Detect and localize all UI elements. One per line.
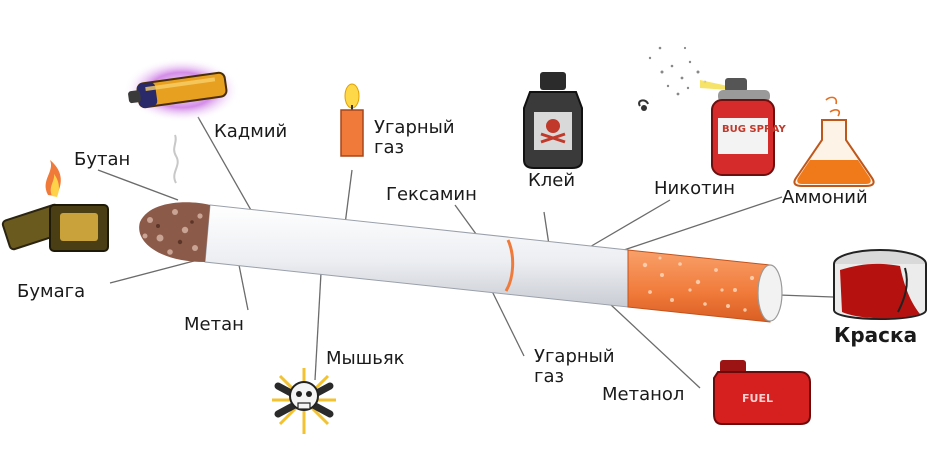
cigarette-paper xyxy=(204,204,629,308)
connector-kley xyxy=(543,211,550,246)
label-kadmiy: Кадмий xyxy=(214,121,288,142)
label-kley: Клей xyxy=(528,170,576,191)
label-myshyak: Мышьяк xyxy=(326,348,405,369)
cigarette-filter xyxy=(627,249,771,323)
connector-nikotin xyxy=(587,199,671,249)
fuel-can-text: FUEL xyxy=(742,392,773,405)
label-kraska: Краска xyxy=(834,323,918,347)
label-bumaga: Бумага xyxy=(17,281,86,302)
label-nikotin: Никотин xyxy=(654,178,736,199)
connector-ammoniy xyxy=(617,196,783,253)
filter-speckles xyxy=(642,256,755,312)
label-geksamin: Гексамин xyxy=(386,184,477,205)
label-metan: Метан xyxy=(184,314,244,335)
connector-myshyak xyxy=(314,254,323,381)
fuel-can-icon: FUEL xyxy=(713,360,811,425)
label-ugarny-gaz-bottom-line2: газ xyxy=(534,366,565,387)
label-ugarny-gaz-top-line1: Угарный xyxy=(374,117,455,138)
battery-icon xyxy=(124,58,240,122)
poison-bottle-icon xyxy=(523,72,583,169)
smoke-wisp xyxy=(173,134,179,184)
spray-can-text: BUG SPRAY xyxy=(722,124,786,135)
skull-crossbones-icon xyxy=(272,368,336,434)
label-butan: Бутан xyxy=(74,149,131,170)
paper-seam-ring xyxy=(504,239,515,292)
filter-end xyxy=(757,264,783,322)
spray-mist xyxy=(648,46,707,96)
connector-metanol xyxy=(594,289,701,389)
label-ammoniy: Аммоний xyxy=(782,187,868,208)
connector-butan xyxy=(97,169,179,201)
cigarette xyxy=(139,202,783,323)
bug-spray-icon: BUG SPRAY xyxy=(638,46,786,176)
candle-icon xyxy=(340,83,364,157)
label-ugarny-gaz-top-line2: газ xyxy=(374,137,405,158)
label-metanol: Метанол xyxy=(602,384,685,405)
lighter-icon xyxy=(1,160,109,252)
connector-ugarny-bottom xyxy=(487,282,525,357)
paint-can-icon xyxy=(833,249,927,320)
ash-dark-spots xyxy=(156,220,194,245)
connector-kraska xyxy=(778,294,834,298)
label-ugarny-gaz-bottom-line1: Угарный xyxy=(534,346,615,367)
flask-icon xyxy=(793,96,875,187)
connector-lines xyxy=(97,116,834,389)
ash-texture xyxy=(142,209,203,255)
